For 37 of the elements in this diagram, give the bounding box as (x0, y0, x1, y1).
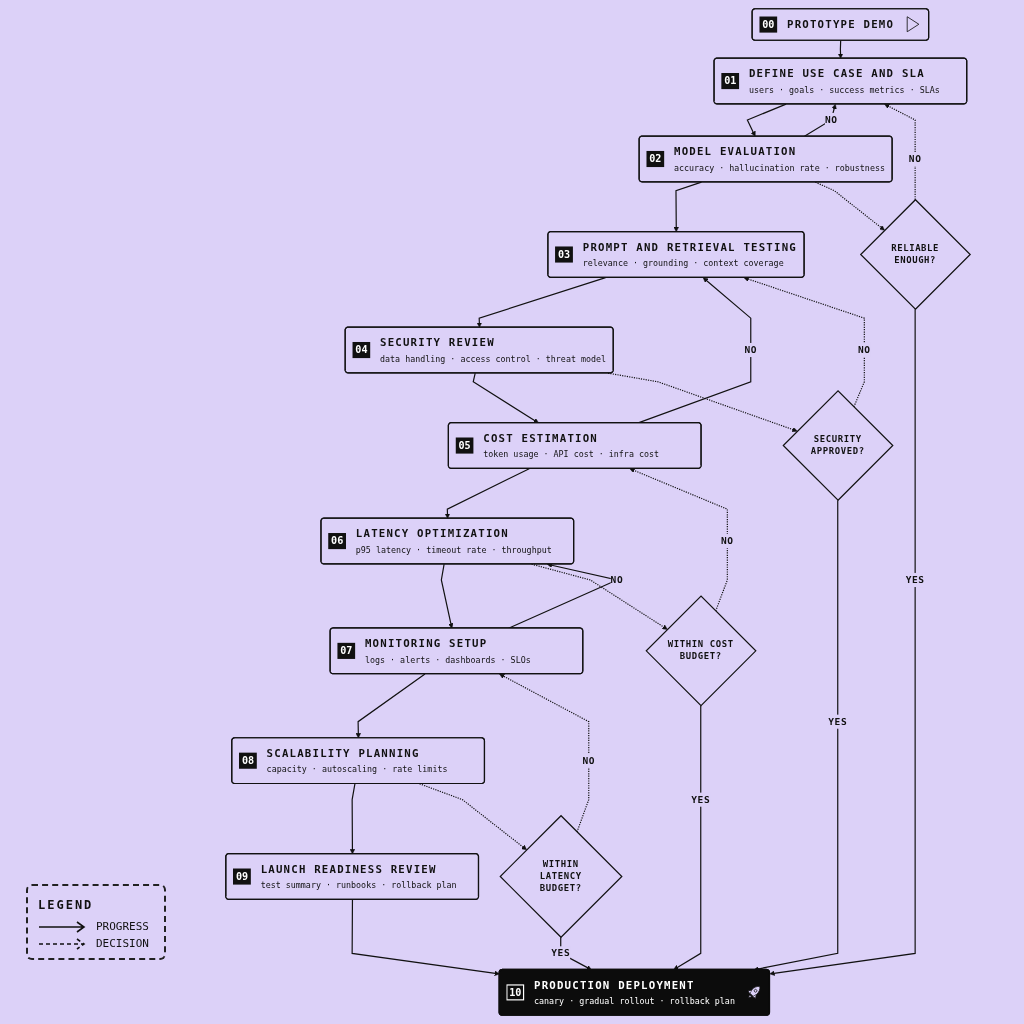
arrow (355, 673, 426, 739)
node-diamond: WITHIN LATENCY BUDGET? (499, 814, 623, 939)
node-diamond: WITHIN COST BUDGET? (645, 595, 757, 707)
edge-label: NO (908, 152, 922, 165)
legend-label: DECISION (96, 937, 149, 950)
arrow (607, 372, 798, 433)
arrow (673, 181, 703, 233)
arrow (472, 372, 539, 424)
arrow (444, 468, 530, 519)
arrow (629, 468, 728, 612)
edge-label: NO (858, 344, 871, 356)
arrow (746, 103, 787, 137)
arrow (531, 563, 668, 630)
edge-label: YES (828, 715, 848, 728)
arrow (440, 563, 454, 629)
edge-label: NO (721, 535, 734, 547)
arrow (499, 673, 590, 833)
arrow (814, 181, 885, 231)
arrow (351, 899, 500, 976)
arrow (476, 277, 607, 328)
edge-label: YES (905, 574, 925, 586)
legend-label: PROGRESS (96, 920, 149, 933)
node-diamond: SECURITY APPROVED? (782, 389, 894, 502)
edge-label: NO (582, 754, 596, 767)
arrow (769, 308, 916, 976)
arrow (349, 783, 356, 855)
node-diamond: RELIABLE ENOUGH? (859, 198, 972, 311)
arrow (743, 276, 865, 408)
arrow (673, 705, 702, 970)
arrow (837, 39, 844, 59)
legend-title: LEGEND (38, 898, 94, 912)
edge-label: NO (744, 344, 758, 356)
edge-label: YES (691, 793, 711, 805)
edge-label: NO (824, 114, 838, 126)
edge-label: NO (610, 574, 624, 586)
edge-label: YES (551, 947, 571, 959)
arrow (419, 783, 527, 851)
